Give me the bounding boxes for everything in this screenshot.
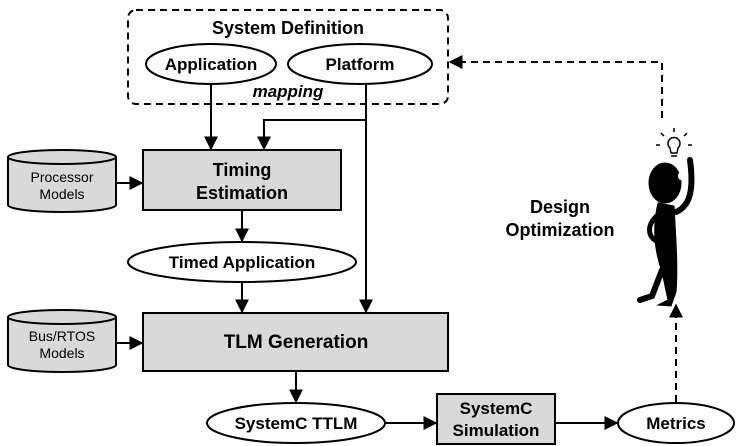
metrics-label: Metrics <box>646 414 706 433</box>
system-definition-title: System Definition <box>212 18 364 38</box>
arrow-optimizer-to-system-definition <box>448 55 663 118</box>
timing-estimation-line2: Estimation <box>196 183 288 203</box>
bus-rtos-models-database <box>7 309 117 373</box>
platform-label: Platform <box>326 55 395 74</box>
systemc-ttlm-label: SystemC TTLM <box>235 414 358 433</box>
systemc-simulation-box <box>436 393 556 445</box>
bus-rtos-models-line1: Bus/RTOS <box>29 328 95 344</box>
processor-models-line2: Models <box>39 186 84 202</box>
arrow-platform-to-timing <box>257 119 366 151</box>
tlm-generation-box <box>142 312 449 372</box>
lightbulb-icon <box>656 128 692 157</box>
system-definition-box <box>127 9 449 105</box>
person-thinking-icon <box>637 157 695 307</box>
application-label: Application <box>165 55 258 74</box>
timed-application-label: Timed Application <box>169 253 315 272</box>
processor-models-line1: Processor <box>30 169 93 185</box>
tlm-generation-label: TLM Generation <box>224 332 369 353</box>
mapping-label: mapping <box>253 82 324 101</box>
design-optimization-line2: Optimization <box>506 220 615 240</box>
timing-estimation-line1: Timing <box>213 160 272 180</box>
design-optimization-line1: Design <box>530 197 590 217</box>
processor-models-database <box>7 149 117 213</box>
systemc-simulation-line2: Simulation <box>453 421 540 440</box>
platform-ellipse <box>287 43 433 85</box>
bus-rtos-models-line2: Models <box>39 345 84 361</box>
systemc-simulation-line1: SystemC <box>460 399 533 418</box>
